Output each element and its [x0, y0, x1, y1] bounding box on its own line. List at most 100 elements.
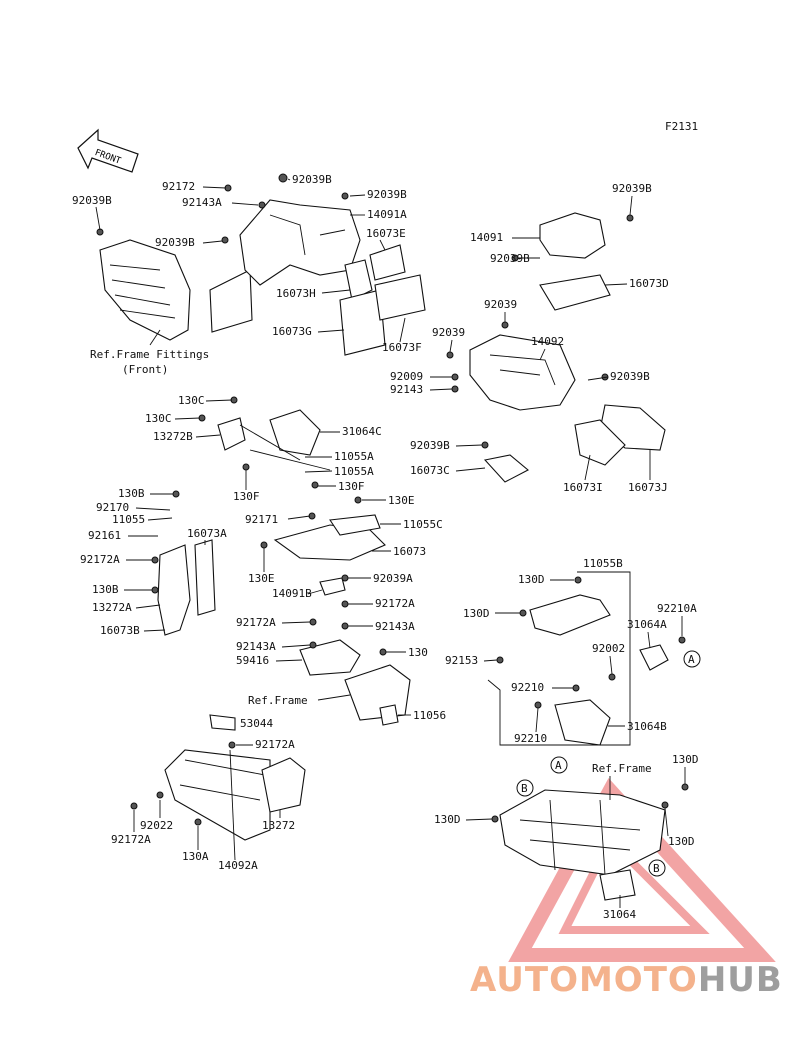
part-number-label: 92039B	[410, 439, 450, 452]
part-number-label: 92143A	[182, 196, 222, 209]
part-number-label: 92039B	[490, 252, 530, 265]
part-number-label: 92161	[88, 529, 121, 542]
part-number-label: 16073H	[276, 287, 316, 300]
part-number-label: 92170	[96, 501, 129, 514]
part-number-label: 92172	[162, 180, 195, 193]
labels-group-1: 92039B 92172 92143A 92039B 92039B 14091A…	[72, 173, 422, 376]
part-number-label: 14092	[531, 335, 564, 348]
part-number-label: 16073I	[563, 481, 603, 494]
part-number-label: 11055A	[334, 465, 374, 478]
part-number-label: 130E	[248, 572, 275, 585]
part-number-label: 92172A	[255, 738, 295, 751]
part-number-label: 92039	[432, 326, 465, 339]
skid-plate-group	[130, 714, 306, 841]
part-number-label: 92210	[514, 732, 547, 745]
part-number-label: 13272B	[153, 430, 193, 443]
part-number-label: 11055C	[403, 518, 443, 531]
labels-group-6: 53044 92172A 92022 92172A 13272 130A 140…	[111, 717, 295, 872]
watermark-text: AUTOMOTOHUB	[470, 960, 800, 1000]
part-number-label: B	[653, 862, 660, 875]
part-number-label: 92153	[445, 654, 478, 667]
part-number-label: 92039B	[155, 236, 195, 249]
watermark-part1: AUTOMOTO	[470, 960, 698, 1000]
part-number-label: 13272	[262, 819, 295, 832]
part-number-label: 92039B	[72, 194, 112, 207]
labels-group-2: 92039B 14091 92039B 16073D 92039 92039 1…	[390, 182, 669, 494]
side-panel-group	[151, 490, 216, 636]
part-number-label: 92143A	[236, 640, 276, 653]
part-number-label: 130A	[182, 850, 209, 863]
center-brackets-group	[198, 396, 411, 726]
part-number-label: 130D	[434, 813, 461, 826]
part-number-label: 59416	[236, 654, 269, 667]
note-ref-frame-2: Ref.Frame	[592, 762, 652, 775]
part-number-label: 11056	[413, 709, 446, 722]
part-number-label: 14092A	[218, 859, 258, 872]
part-number-label: 92172A	[111, 833, 151, 846]
part-number-label: 92039	[484, 298, 517, 311]
part-number-label: 14091A	[367, 208, 407, 221]
part-number-label: 92009	[390, 370, 423, 383]
part-number-label: 14091B	[272, 587, 312, 600]
labels-group-4: 130B 92170 11055 92161 16073A 92172A 130…	[80, 487, 227, 637]
part-number-label: 16073E	[366, 227, 406, 240]
part-number-label: 92172A	[80, 553, 120, 566]
part-number-label: 16073D	[629, 277, 669, 290]
part-number-label: 31064A	[627, 618, 667, 631]
callout-b-icon	[516, 779, 534, 797]
part-number-label: 130D	[518, 573, 545, 586]
part-number-label: 92039B	[292, 173, 332, 186]
part-number-label: 92172A	[236, 616, 276, 629]
part-number-label: 16073C	[410, 464, 450, 477]
part-number-label: 16073	[393, 545, 426, 558]
part-number-label: 14091	[470, 231, 503, 244]
part-number-label: 92022	[140, 819, 173, 832]
callout-a2-icon	[550, 756, 568, 774]
part-number-label: 11055A	[334, 450, 374, 463]
part-number-label: 31064C	[342, 425, 382, 438]
part-number-label: 130D	[668, 835, 695, 848]
part-number-label: 130B	[92, 583, 119, 596]
part-number-label: 92039A	[373, 572, 413, 585]
part-number-label: 16073G	[272, 325, 312, 338]
part-number-label: 13272A	[92, 601, 132, 614]
part-number-label: 130C	[178, 394, 205, 407]
part-number-label: 16073A	[187, 527, 227, 540]
part-number-label: 53044	[240, 717, 273, 730]
part-number-label: B	[521, 782, 528, 795]
watermark-part2: HUB	[697, 960, 783, 1000]
note-ref-frame-fittings-sub: (Front)	[122, 363, 168, 376]
part-number-label: 92210	[511, 681, 544, 694]
figure-code: F2131	[665, 120, 698, 133]
frame-group: A B B	[491, 756, 689, 901]
part-number-label: 130C	[145, 412, 172, 425]
part-number-label: 130B	[118, 487, 145, 500]
part-number-label: 92002	[592, 642, 625, 655]
watermark-logo	[508, 778, 776, 962]
callout-b2-icon	[648, 859, 666, 877]
part-number-label: 130	[408, 646, 428, 659]
note-ref-frame-fittings: Ref.Frame Fittings	[90, 348, 209, 361]
part-number-label: 16073J	[628, 481, 668, 494]
part-number-label: 130D	[672, 753, 699, 766]
part-number-label: A	[555, 759, 562, 772]
note-ref-frame-1: Ref.Frame	[248, 694, 308, 707]
part-number-label: 16073F	[382, 341, 422, 354]
front-arrow-icon: FRONT	[77, 128, 139, 173]
part-number-label: 130D	[463, 607, 490, 620]
part-number-label: 92039B	[612, 182, 652, 195]
part-number-label: 92210A	[657, 602, 697, 615]
part-number-label: A	[688, 653, 695, 666]
rear-cover-group	[446, 212, 666, 483]
part-number-label: 92172A	[375, 597, 415, 610]
part-number-label: 130F	[233, 490, 260, 503]
part-number-label: 92039B	[367, 188, 407, 201]
part-number-label: 130E	[388, 494, 415, 507]
part-number-label: 31064	[603, 908, 636, 921]
part-number-label: 92039B	[610, 370, 650, 383]
part-number-label: 11055B	[583, 557, 623, 570]
part-number-label: 31064B	[627, 720, 667, 733]
part-number-label: 130F	[338, 480, 365, 493]
part-number-label: 16073B	[100, 624, 140, 637]
